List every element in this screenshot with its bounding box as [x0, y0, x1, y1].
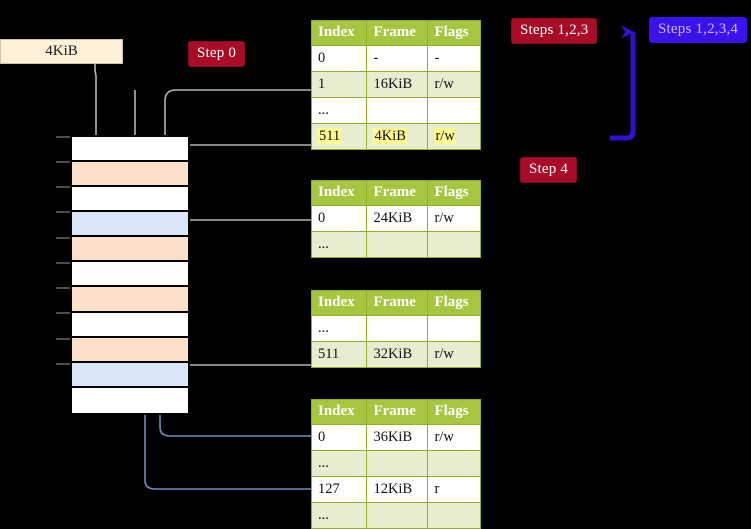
- highlighted-value: 4KiB: [373, 127, 407, 144]
- cell-flags: r: [427, 476, 481, 504]
- memory-frame-row: [72, 262, 188, 288]
- memory-boundary-tick: [56, 136, 70, 138]
- cell-index: ...: [310, 97, 368, 125]
- cell-frame: 24KiB: [366, 205, 429, 233]
- cell-index: ...: [310, 502, 368, 529]
- cell-index: 511: [310, 123, 368, 151]
- memory-boundary-tick: [56, 338, 70, 340]
- memory-frame-row: [72, 312, 188, 338]
- memory-boundary-tick: [56, 211, 70, 213]
- cell-flags: [427, 450, 481, 478]
- badge-step0: Step 0: [188, 41, 246, 67]
- cell-flags: r/w: [427, 205, 481, 233]
- cell-frame: 4KiB: [366, 123, 429, 151]
- memory-frame-row: [72, 362, 188, 388]
- memory-frame-row: [72, 387, 188, 413]
- column-header-index: Index: [310, 179, 368, 207]
- column-header-index: Index: [310, 398, 368, 426]
- memory-boundary-tick: [56, 312, 70, 314]
- memory-boundary-tick: [56, 262, 70, 264]
- memory-boundary-tick: [56, 287, 70, 289]
- cell-frame: [366, 315, 429, 343]
- cell-index: ...: [310, 231, 368, 259]
- memory-frame-row: [72, 212, 188, 238]
- frame-size-label: 4KiB: [45, 43, 78, 59]
- table-row: ...: [310, 231, 481, 259]
- cell-index: 0: [310, 45, 368, 73]
- column-header-frame: Frame: [366, 289, 429, 317]
- cell-flags: [427, 315, 481, 343]
- column-header-index: Index: [310, 289, 368, 317]
- physical-memory-column: [70, 135, 190, 415]
- column-header-frame: Frame: [366, 179, 429, 207]
- cell-flags: [427, 97, 481, 125]
- column-header-flags: Flags: [427, 398, 481, 426]
- cell-index: 1: [310, 71, 368, 99]
- cell-flags: r/w: [427, 123, 481, 151]
- table-row: ...: [310, 502, 481, 529]
- cell-index: 0: [310, 424, 368, 452]
- cell-index: 511: [310, 341, 368, 369]
- column-header-index: Index: [310, 19, 368, 47]
- memory-boundary-tick: [56, 363, 70, 365]
- column-header-frame: Frame: [366, 19, 429, 47]
- memory-boundary-tick: [56, 186, 70, 188]
- cell-frame: 16KiB: [366, 71, 429, 99]
- highlighted-value: 511: [318, 127, 342, 144]
- cell-flags: r/w: [427, 71, 481, 99]
- column-header-flags: Flags: [427, 19, 481, 47]
- cell-flags: [427, 231, 481, 259]
- cell-frame: [366, 450, 429, 478]
- memory-frame-row: [72, 287, 188, 313]
- cell-frame: [366, 502, 429, 529]
- cell-index: ...: [310, 450, 368, 478]
- memory-frame-row: [72, 137, 188, 163]
- memory-boundary-tick: [56, 161, 70, 163]
- cell-frame: 12KiB: [366, 476, 429, 504]
- memory-frame-row: [72, 337, 188, 363]
- highlighted-value: r/w: [434, 127, 456, 144]
- column-header-frame: Frame: [366, 398, 429, 426]
- cell-flags: [427, 502, 481, 529]
- table-row: ...: [310, 315, 481, 343]
- table-row: 511 4KiB r/w: [310, 123, 481, 151]
- column-header-flags: Flags: [427, 289, 481, 317]
- memory-frame-row: [72, 237, 188, 263]
- memory-frame-row: [72, 162, 188, 188]
- cell-frame: 36KiB: [366, 424, 429, 452]
- badge-steps123: Steps 1,2,3: [511, 18, 598, 44]
- cell-index: 127: [310, 476, 368, 504]
- cell-flags: -: [427, 45, 481, 73]
- memory-boundary-tick: [56, 237, 70, 239]
- badge-steps1234: Steps 1,2,3,4: [649, 17, 748, 43]
- column-header-flags: Flags: [427, 179, 481, 207]
- cell-frame: [366, 97, 429, 125]
- table-row: ...: [310, 450, 481, 478]
- frame-size-box: 4KiB: [0, 39, 123, 64]
- cell-index: ...: [310, 315, 368, 343]
- cell-flags: r/w: [427, 424, 481, 452]
- memory-frame-row: [72, 187, 188, 213]
- table-row: ...: [310, 97, 481, 125]
- connector-steps-purple-arrow: [610, 25, 636, 141]
- cell-frame: -: [366, 45, 429, 73]
- cell-index: 0: [310, 205, 368, 233]
- table-row: 0--: [310, 45, 481, 73]
- cell-frame: 32KiB: [366, 341, 429, 369]
- cell-flags: r/w: [427, 341, 481, 369]
- badge-step4: Step 4: [520, 157, 578, 183]
- cell-frame: [366, 231, 429, 259]
